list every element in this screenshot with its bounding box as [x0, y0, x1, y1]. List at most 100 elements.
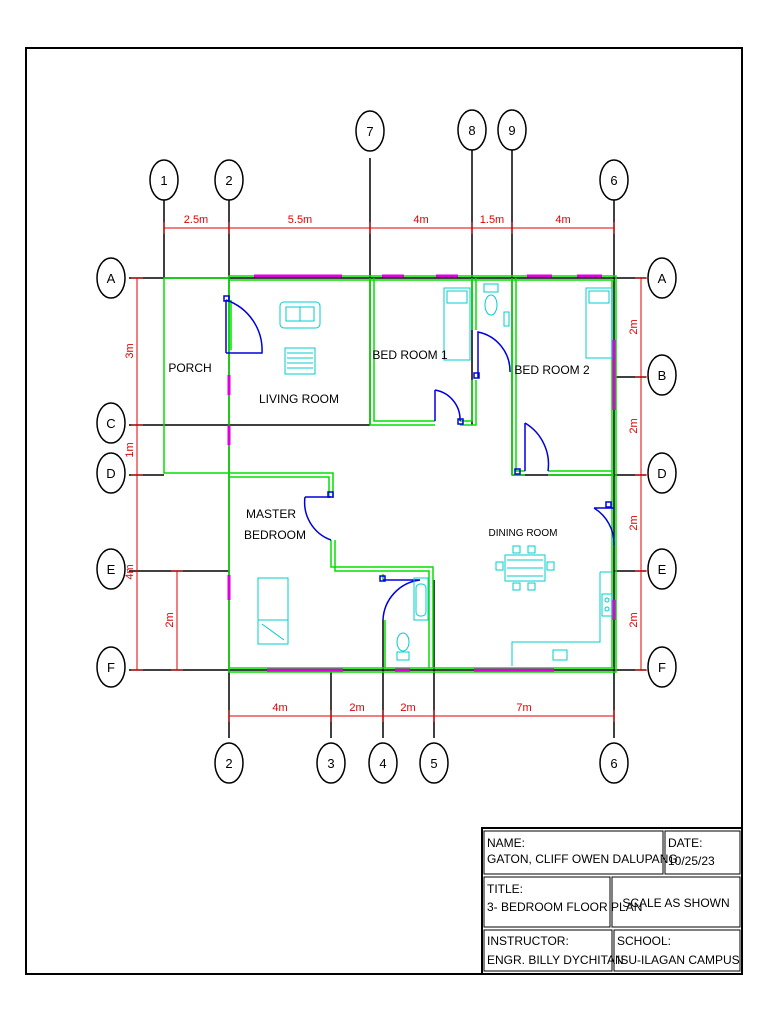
sheet-border: [25, 47, 743, 975]
grid-bubble-bottom-6: [599, 742, 629, 784]
dim-top-3: 4m: [413, 214, 428, 226]
fixtures: [257, 283, 613, 666]
dim-top-5: 4m: [555, 214, 570, 226]
grid-bubbles-bottom: [214, 742, 629, 784]
svg-text:8: 8: [468, 123, 475, 138]
tb-title-value: 3- BEDROOM FLOOR PLAN: [487, 900, 642, 914]
tb-instructor-label: INSTRUCTOR:: [487, 934, 569, 948]
svg-text:2: 2: [225, 756, 232, 771]
svg-text:A: A: [658, 271, 667, 286]
tb-school-label: SCHOOL:: [617, 934, 671, 948]
title-block-text: NAME: GATON, CLIFF OWEN DALUPANG DATE: 1…: [487, 836, 740, 967]
grid-bubble-left-F: [96, 646, 126, 688]
svg-text:D: D: [657, 466, 666, 481]
dim-left-2: 1m: [124, 442, 136, 457]
grid-bubbles-left: [96, 257, 126, 688]
dim-top-1: 2.5m: [184, 214, 208, 226]
windows: [227, 274, 616, 672]
grid-bubble-right-E: [647, 548, 677, 590]
tb-date-value: 10/25/23: [668, 854, 715, 868]
grid-bubble-left-E: [96, 548, 126, 590]
coffee-table-icon: [284, 347, 316, 375]
room-label-porch: PORCH: [168, 361, 211, 375]
bed-icon-room-1: [443, 287, 471, 361]
grid-lines: [129, 150, 646, 738]
dim-bottom-4: 7m: [516, 702, 531, 714]
svg-text:6: 6: [610, 173, 617, 188]
bed-icon-master: [257, 577, 289, 645]
svg-text:6: 6: [610, 756, 617, 771]
bathtub-icon: [413, 577, 429, 621]
dim-bottom-2: 2m: [349, 702, 364, 714]
grid-bubble-top-1: [149, 159, 179, 201]
grid-bubble-labels-bottom: 2 3 4 5 6: [225, 756, 617, 771]
toilet-icon-bath: [483, 283, 510, 327]
svg-text:F: F: [107, 660, 115, 675]
tb-title-label: TITLE:: [487, 882, 523, 896]
dim-right-4: 2m: [628, 612, 640, 627]
dining-table-icon: [495, 545, 555, 591]
svg-text:C: C: [106, 416, 115, 431]
grid-bubble-bottom-5: [419, 742, 449, 784]
kitchen-counter-icon: [511, 571, 613, 666]
grid-bubble-bottom-4: [368, 742, 398, 784]
grid-bubble-labels-right: A B D E F: [657, 271, 666, 675]
tb-school-value: ISU-ILAGAN CAMPUS: [617, 953, 740, 967]
room-label-living-room: LIVING ROOM: [259, 392, 339, 406]
grid-bubbles-top: [149, 109, 629, 201]
grid-bubble-right-D: [647, 452, 677, 494]
svg-text:2: 2: [225, 173, 232, 188]
svg-text:B: B: [658, 368, 667, 383]
dim-left-3: 4m: [124, 564, 136, 579]
grid-bubble-bottom-3: [316, 742, 346, 784]
svg-text:1: 1: [160, 173, 167, 188]
dim-left-1: 3m: [124, 343, 136, 358]
grid-bubble-right-F: [647, 646, 677, 688]
room-label-master-bedroom-1: MASTER: [246, 507, 296, 521]
grid-bubble-left-D: [96, 452, 126, 494]
svg-text:E: E: [107, 562, 116, 577]
room-labels: PORCH LIVING ROOM BED ROOM 1 BED ROOM 2 …: [168, 348, 590, 542]
dim-bottom-3: 2m: [400, 702, 415, 714]
toilet-icon-master: [396, 632, 410, 661]
grid-bubble-top-9: [497, 109, 527, 151]
sofa-icon: [279, 301, 321, 329]
dimension-lines: [131, 222, 647, 722]
dimension-labels: 2.5m 5.5m 4m 1.5m 4m 4m 2m 2m 7m 3m 1m 4…: [124, 214, 640, 714]
tb-name-value: GATON, CLIFF OWEN DALUPANG: [487, 852, 678, 866]
dim-right-1: 2m: [628, 319, 640, 334]
grid-bubble-right-A: [647, 257, 677, 299]
grid-bubble-labels-top: 1 2 7 8 9 6: [160, 123, 617, 188]
svg-text:3: 3: [327, 756, 334, 771]
svg-text:E: E: [658, 562, 667, 577]
room-label-bed-room-1: BED ROOM 1: [372, 348, 448, 362]
room-label-dining-room: DINING ROOM: [489, 528, 558, 539]
doors: [223, 295, 615, 621]
grid-bubbles-right: [647, 257, 677, 688]
dim-top-2: 5.5m: [288, 214, 312, 226]
dim-right-3: 2m: [628, 515, 640, 530]
grid-bubble-left-C: [96, 402, 126, 444]
tb-date-label: DATE:: [668, 836, 702, 850]
room-label-master-bedroom-2: BEDROOM: [244, 528, 306, 542]
grid-bubble-top-2: [214, 159, 244, 201]
grid-bubble-right-B: [647, 354, 677, 396]
grid-bubble-left-A: [96, 257, 126, 299]
svg-text:D: D: [106, 466, 115, 481]
grid-bubble-top-7: [355, 110, 385, 152]
svg-text:A: A: [107, 271, 116, 286]
walls: [163, 275, 617, 673]
svg-text:4: 4: [379, 756, 386, 771]
grid-bubble-top-8: [457, 109, 487, 151]
dim-top-4: 1.5m: [480, 214, 504, 226]
svg-text:F: F: [658, 660, 666, 675]
tb-scale: SCALE AS SHOWN: [622, 896, 729, 910]
dim-right-2: 2m: [628, 418, 640, 433]
grid-bubble-labels-left: A C D E F: [106, 271, 115, 675]
bed-icon-room-2: [585, 287, 613, 359]
svg-text:5: 5: [430, 756, 437, 771]
tb-name-label: NAME:: [487, 836, 525, 850]
grid-bubble-top-6: [599, 159, 629, 201]
svg-text:9: 9: [508, 123, 515, 138]
